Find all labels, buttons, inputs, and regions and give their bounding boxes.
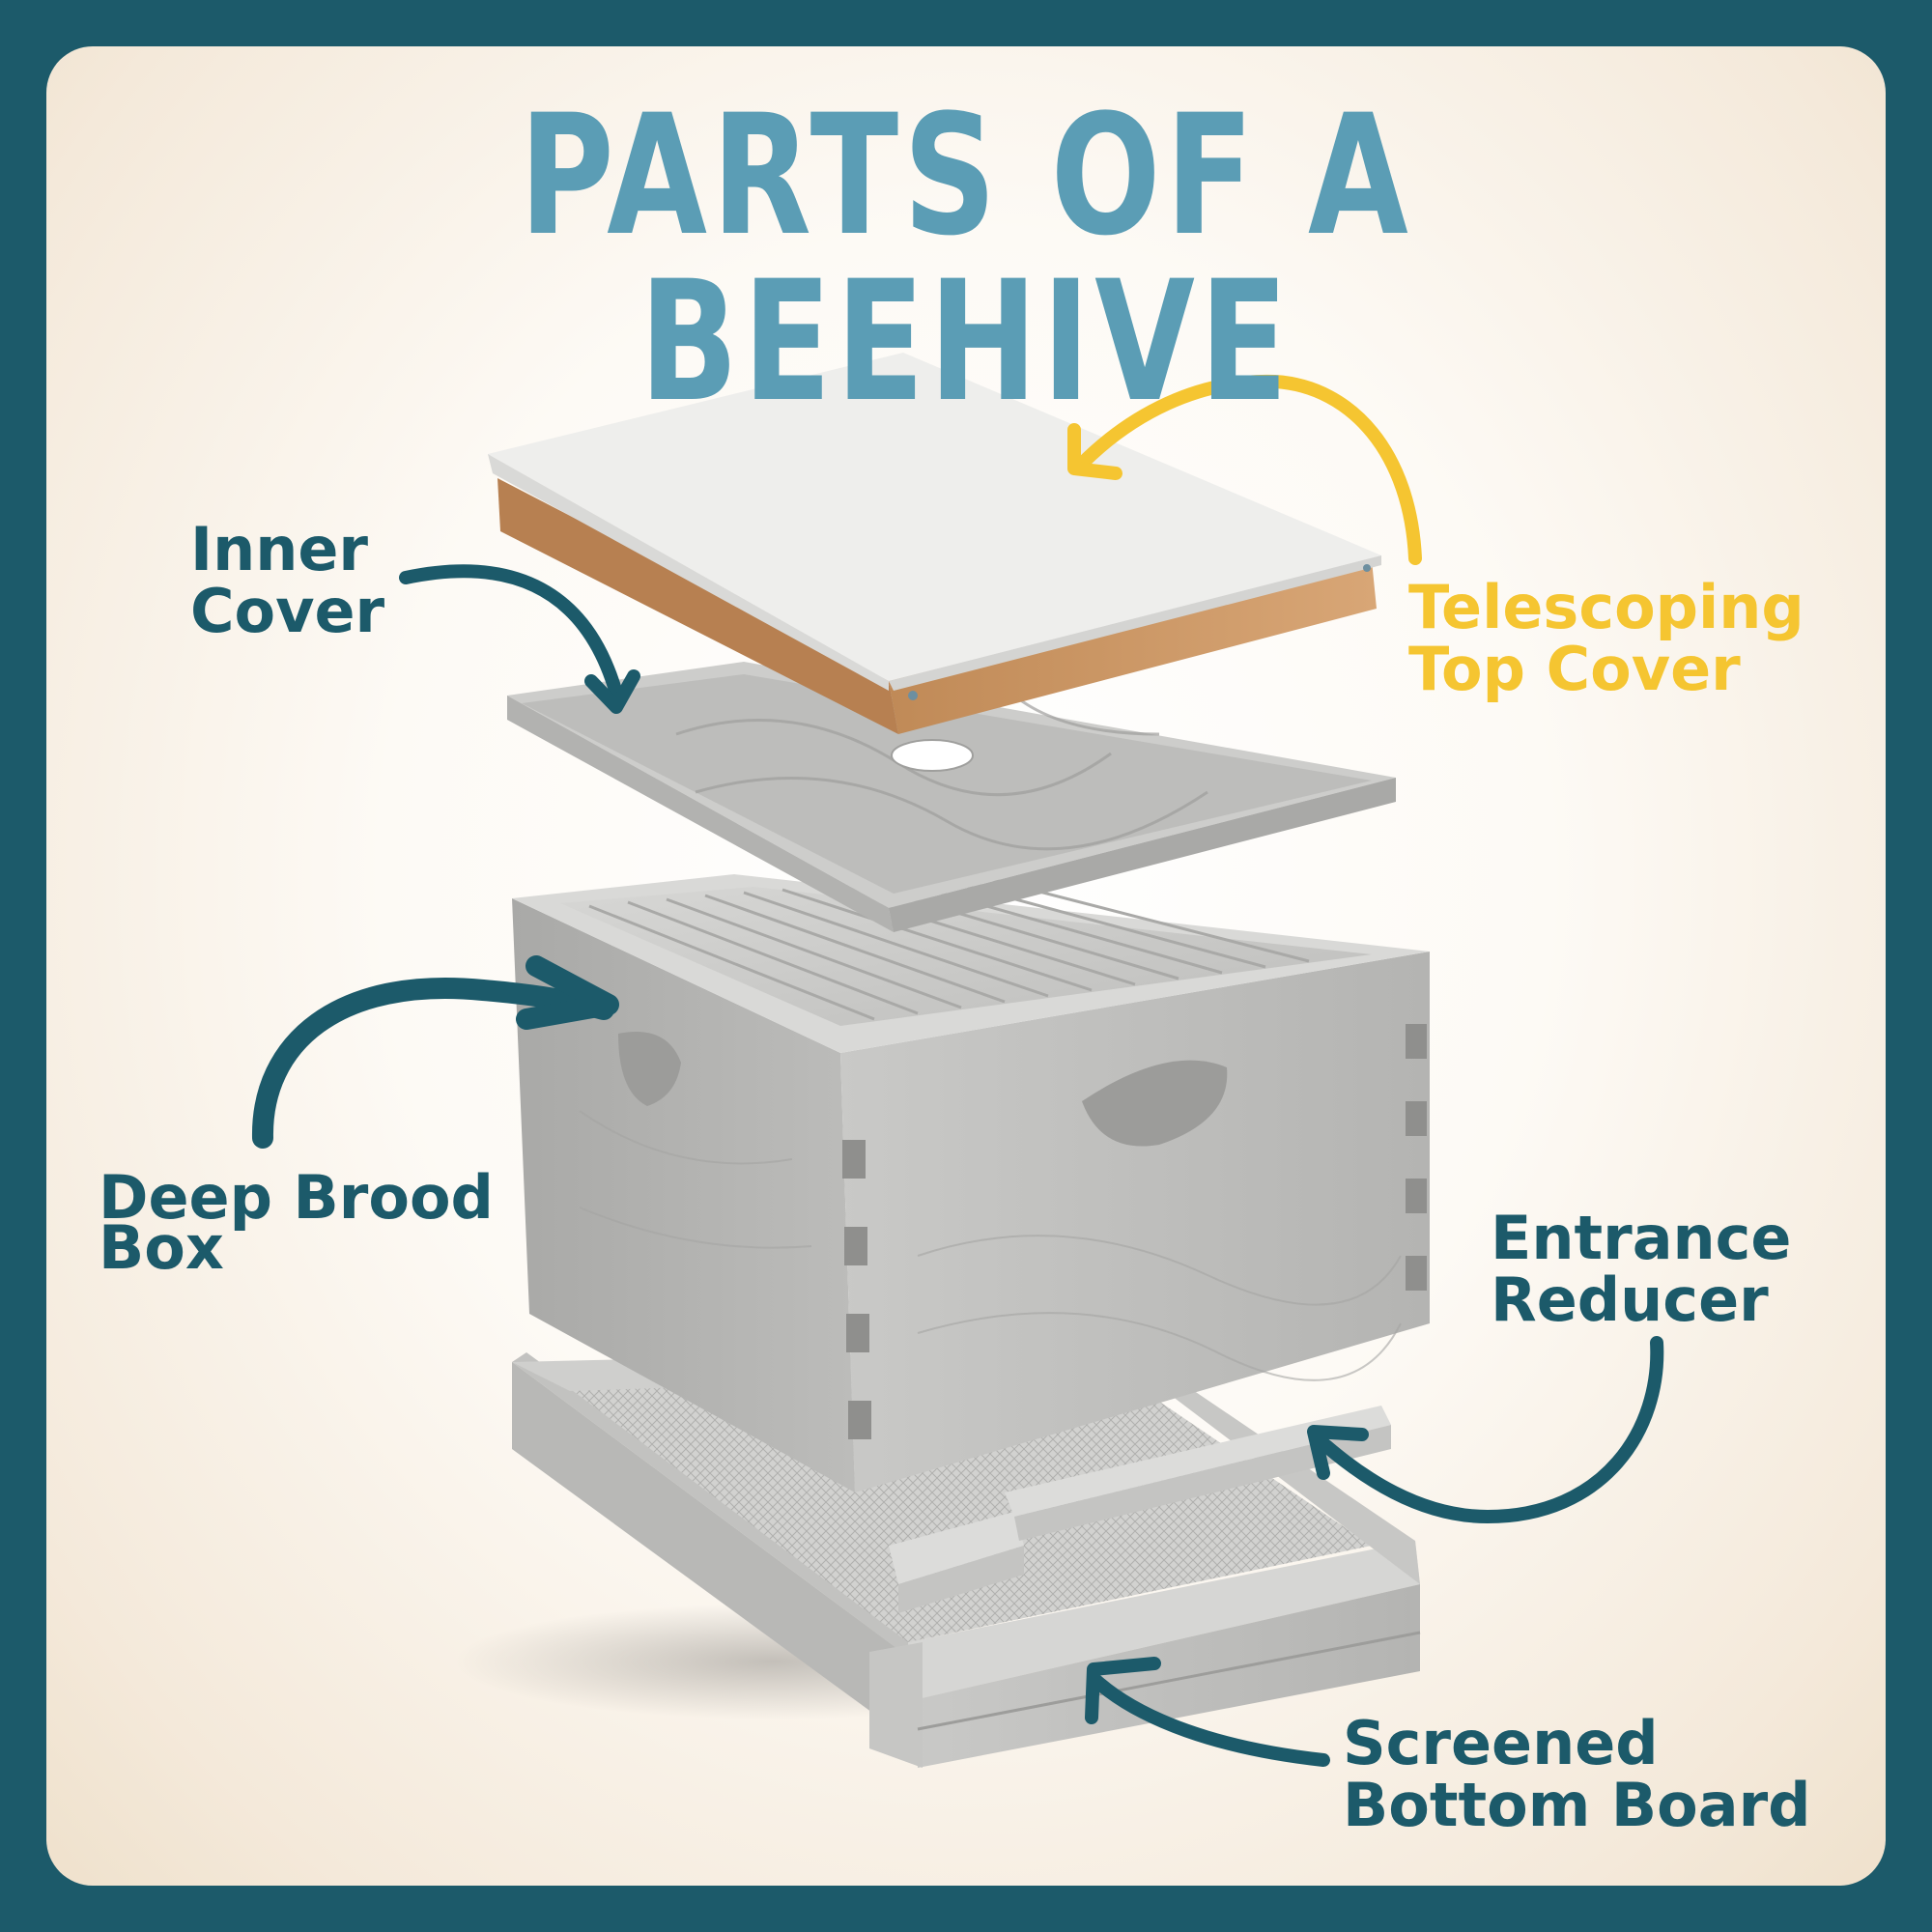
inner-cover-hole (891, 739, 974, 772)
screened-bottom-board-graphic (512, 1348, 1421, 1768)
label-inner-cover-line-2: Cover (190, 576, 385, 646)
telescoping-top-cover-graphic (488, 353, 1381, 734)
label-screened-bottom-board-line-2: Bottom Board (1343, 1770, 1811, 1840)
label-entrance-reducer: Entrance Reducer (1491, 1208, 1791, 1331)
arrow-deep-brood-box (251, 955, 619, 1149)
page-title: PARTS OF A BEEHIVE (519, 78, 1413, 439)
label-telescoping-top-cover-line-2: Top Cover (1408, 634, 1741, 704)
label-screened-bottom-board: Screened Bottom Board (1343, 1713, 1811, 1836)
label-telescoping-top-cover-line-1: Telescoping (1408, 572, 1804, 642)
arrow-telescoping-top-cover (1067, 374, 1422, 565)
label-deep-brood-box: Deep Brood Box (99, 1167, 494, 1279)
label-inner-cover: Inner Cover (190, 519, 384, 642)
label-entrance-reducer-line-2: Reducer (1491, 1264, 1769, 1335)
label-deep-brood-box-line-2: Box (99, 1212, 224, 1283)
label-inner-cover-line-1: Inner (190, 514, 368, 584)
inner-cover-graphic (507, 662, 1396, 932)
arrow-inner-cover (399, 564, 640, 714)
deep-brood-box-graphic (512, 873, 1430, 1492)
label-deep-brood-box-line-1: Deep Brood (99, 1162, 494, 1233)
arrow-screened-bottom-board (1085, 1657, 1330, 1767)
arrow-entrance-reducer (1307, 1336, 1664, 1523)
label-entrance-reducer-line-1: Entrance (1491, 1203, 1792, 1273)
label-telescoping-top-cover: Telescoping Top Cover (1408, 577, 1804, 700)
label-screened-bottom-board-line-1: Screened (1343, 1708, 1659, 1778)
